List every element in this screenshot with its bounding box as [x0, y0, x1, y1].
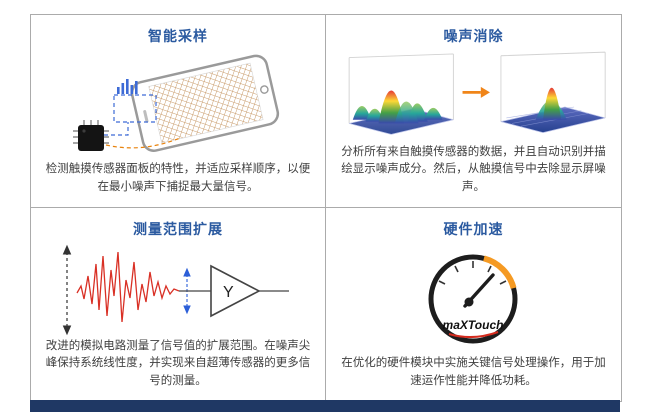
signal-waveform [76, 251, 180, 322]
cell-description-smart-sampling: 检测触摸传感器面板的特性，并适应采样顺序，以便在最小噪声下捕捉最大量信号。 [45, 163, 311, 194]
cell-smart-sampling: 智能采样 [31, 15, 326, 208]
phone-sampling-illustration [45, 49, 311, 161]
footer-bar [30, 400, 620, 412]
signal-amplifier-icon: Y [62, 244, 289, 336]
noisy-surface-plot [348, 53, 454, 136]
cell-noise-cancellation: 噪声消除 [326, 15, 621, 208]
cell-measurement-range: 测量范围扩展 [31, 208, 326, 401]
gauge-needle [462, 272, 495, 308]
clean-surface-plot [500, 51, 606, 134]
gauge-ticks [438, 260, 506, 285]
gauge-illustration: maXTouch [340, 242, 607, 355]
maxtouch-logo: maXTouch [442, 318, 503, 332]
noise-surfaces-icon [348, 51, 606, 136]
logo-red-swoosh [448, 330, 498, 338]
smartphone-icon [130, 54, 280, 153]
amplifier-illustration: Y [45, 242, 311, 338]
cell-hardware-acceleration: 硬件加速 [326, 208, 621, 401]
amplifier-label: Y [223, 284, 234, 301]
cell-description-hardware-acceleration: 在优化的硬件模块中实施关键信号处理操作，用于加速运作性能并降低功耗。 [341, 357, 606, 388]
noise-surface-illustration [340, 49, 607, 144]
cell-title-hardware-acceleration: 硬件加速 [443, 221, 504, 237]
touch-chip-icon [73, 120, 109, 152]
arrow-right-icon [462, 87, 490, 99]
cell-title-measurement-range: 测量范围扩展 [133, 221, 223, 237]
amplifier-triangle-icon: Y [210, 264, 261, 318]
cell-description-measurement-range: 改进的模拟电路测量了信号值的扩展范围。在噪声尖峰保持系统线性度，并实现来自超薄传… [45, 339, 311, 388]
feature-grid: 智能采样 [30, 14, 622, 402]
sampling-bars-icon [117, 79, 138, 95]
cell-title-smart-sampling: 智能采样 [148, 28, 208, 44]
speed-gauge-icon: maXTouch [428, 254, 517, 344]
gauge-orange-zone [482, 255, 516, 289]
signal-route-blue [104, 122, 129, 136]
signal-route-orange [105, 137, 181, 149]
smartphone-mesh-icon [73, 54, 280, 153]
cell-description-noise-cancellation: 分析所有来自触摸传感器的数据，并且自动识别并描绘显示噪声成分。然后，从触摸信号中… [341, 145, 606, 194]
cell-title-noise-cancellation: 噪声消除 [443, 28, 504, 44]
range-arrow-icon [62, 244, 72, 336]
sampling-window-outline [113, 94, 157, 123]
